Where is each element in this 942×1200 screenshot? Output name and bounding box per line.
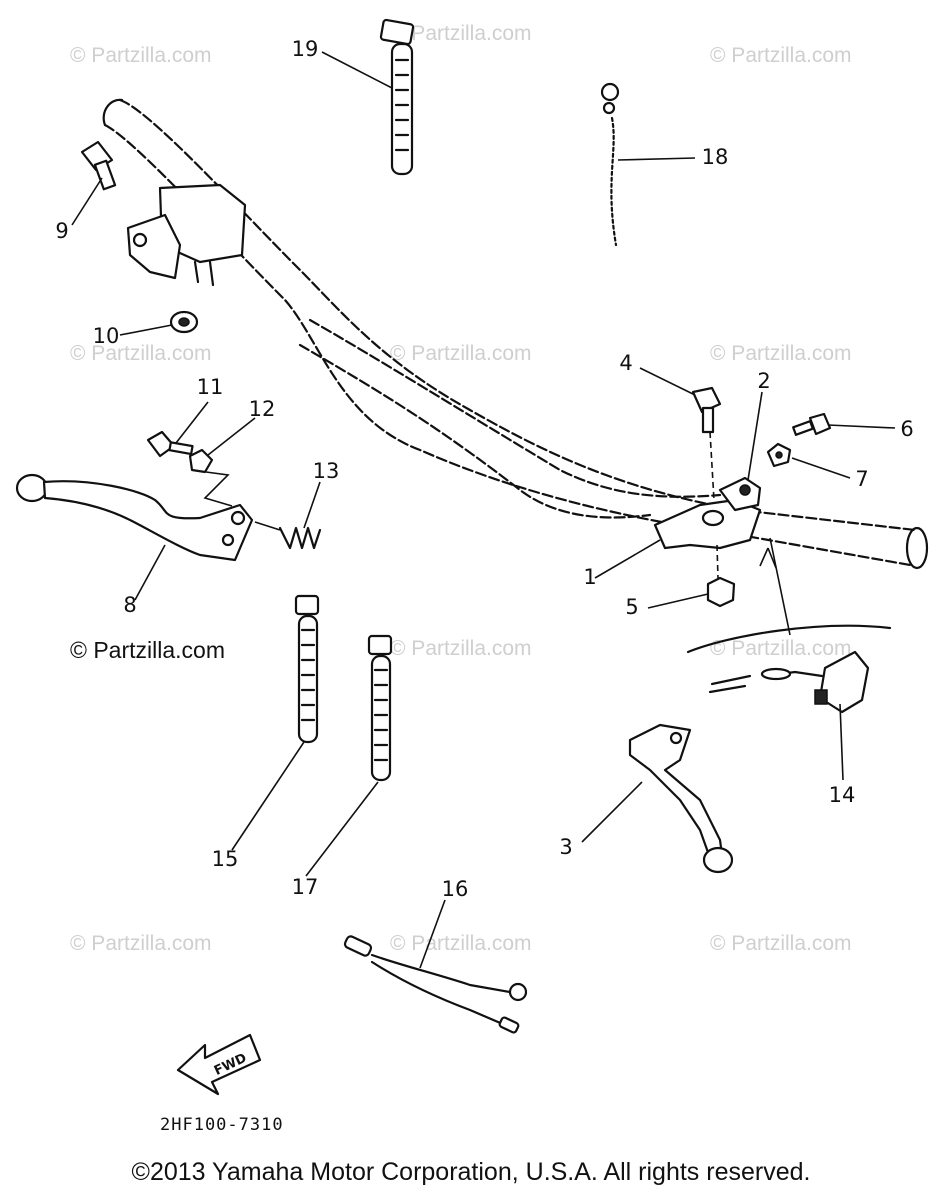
- callout-18: 18: [702, 145, 729, 169]
- part-17-cable-tie: [367, 634, 393, 782]
- watermark: © Partzilla.com: [710, 342, 852, 365]
- part-4-bolt: [691, 386, 722, 434]
- part-13-spring: [254, 521, 322, 550]
- part-15-cable-tie: [294, 594, 320, 744]
- callout-19: 19: [292, 37, 319, 61]
- callout-labels: 19 18 9 10 11 12 13 8 4 2 6 7 1 5 14 3 1…: [55, 37, 913, 901]
- callout-17: 17: [292, 875, 319, 899]
- fwd-direction-arrow: FWD: [176, 1033, 262, 1096]
- watermark: © Partzilla.com: [710, 932, 852, 955]
- callout-11: 11: [197, 375, 224, 399]
- part-19-cable-tie: [379, 18, 415, 176]
- callout-6: 6: [900, 417, 913, 441]
- callout-9: 9: [55, 219, 68, 243]
- watermark: © Partzilla.com: [390, 637, 532, 660]
- callout-14: 14: [829, 783, 856, 807]
- part-16-wire-harness: [343, 935, 528, 1034]
- callout-2: 2: [757, 369, 770, 393]
- part-14-switch-assembly: [686, 537, 892, 714]
- part-18-bead-chain: [600, 82, 620, 247]
- part-3-clutch-lever: [628, 723, 734, 874]
- callout-8: 8: [123, 593, 136, 617]
- handlebar: [102, 98, 929, 570]
- watermark: © Partzilla.com: [390, 342, 532, 365]
- watermark: © Partzilla.com: [710, 44, 852, 67]
- watermark: © Partzilla.com: [70, 44, 212, 67]
- watermark: © Partzilla.com: [390, 932, 532, 955]
- callout-10: 10: [93, 324, 120, 348]
- callout-5: 5: [625, 595, 638, 619]
- callout-13: 13: [313, 459, 340, 483]
- watermark-layer: © Partzilla.com © Partzilla.com © Partzi…: [70, 22, 852, 955]
- part-1-lever-holder: [653, 476, 762, 550]
- callout-1: 1: [583, 565, 596, 589]
- watermark: © Partzilla.com: [70, 932, 212, 955]
- callout-7: 7: [855, 467, 868, 491]
- part-7-nut: [766, 442, 792, 468]
- leader-lines: [71, 51, 896, 969]
- watermark: © Partzilla.com: [70, 342, 212, 365]
- watermark: © Partzilla.com: [390, 22, 532, 45]
- callout-3: 3: [559, 835, 572, 859]
- callout-16: 16: [442, 877, 469, 901]
- copyright-notice: ©2013 Yamaha Motor Corporation, U.S.A. A…: [131, 1158, 811, 1186]
- part-9-bolt: [80, 140, 117, 191]
- part-10-nut: [169, 310, 199, 334]
- watermark: © Partzilla.com: [710, 637, 852, 660]
- callout-4: 4: [619, 351, 632, 375]
- diagram-code: 2HF100-7310: [160, 1115, 284, 1135]
- watermark-main: © Partzilla.com: [70, 637, 225, 663]
- part-6-screw: [792, 412, 832, 436]
- part-clamp-holder: [126, 183, 247, 287]
- part-8-brake-lever: [15, 473, 254, 562]
- callout-15: 15: [212, 847, 239, 871]
- callout-12: 12: [249, 397, 276, 421]
- part-12-nut: [188, 448, 214, 474]
- part-11-bolt: [146, 430, 194, 458]
- part-5-nut: [706, 576, 736, 608]
